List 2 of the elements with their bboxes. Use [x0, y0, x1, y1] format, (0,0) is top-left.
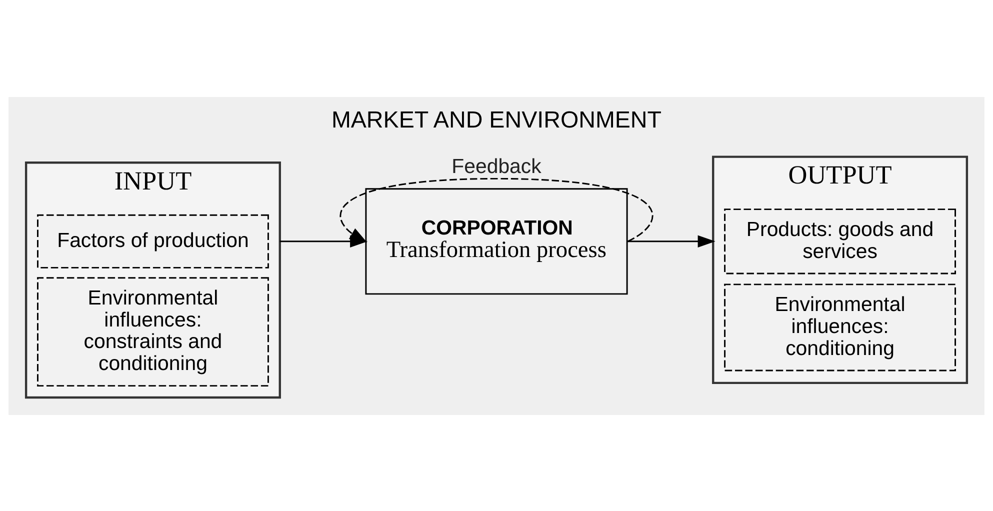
edge-label: Feedback [452, 156, 542, 178]
diagram-title: MARKET AND ENVIRONMENT [331, 106, 662, 132]
